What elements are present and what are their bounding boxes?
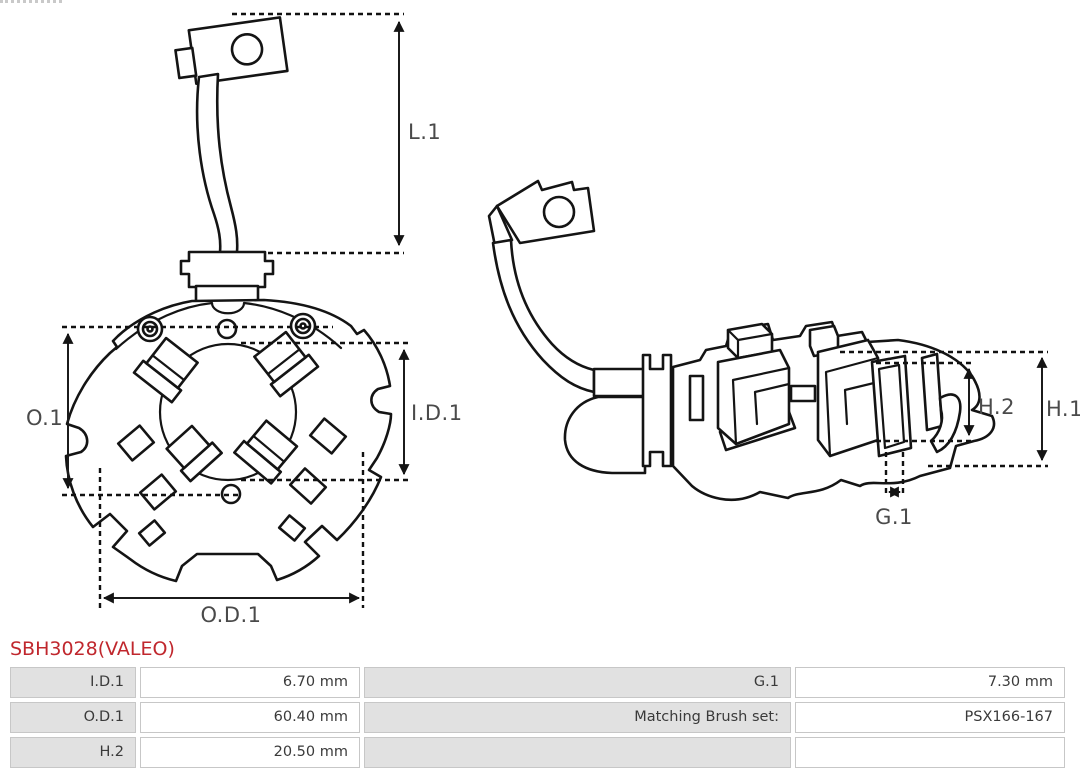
- brush-guide-frame: [870, 354, 913, 458]
- box-link: [789, 384, 817, 403]
- spec-value-h2: 20.50 mm: [140, 737, 360, 768]
- terminal-hole: [230, 33, 264, 66]
- spec-value-od1: 60.40 mm: [140, 702, 360, 733]
- brush-block: [179, 250, 275, 289]
- lead-wire: [195, 72, 239, 254]
- side-plate: [920, 352, 944, 432]
- body-slot: [688, 374, 705, 422]
- dim-label-o1: O.1: [26, 406, 63, 430]
- plate-window: [288, 467, 328, 505]
- spec-label-g1: G.1: [364, 667, 791, 698]
- commutator-bore: [158, 342, 298, 482]
- rivet-right: [289, 312, 317, 340]
- dim-label-h2: H.2: [978, 395, 1015, 419]
- lead-wire: [491, 238, 596, 394]
- body-lobe: [563, 395, 647, 475]
- brush-box-center: [716, 322, 797, 452]
- left-view-dimensions: L.1 O.1 I.D.1 O.D.1: [26, 12, 463, 627]
- dim-label-l1: L.1: [408, 120, 441, 144]
- dim-label-od1: O.D.1: [200, 603, 261, 627]
- right-view-drawing: [487, 179, 996, 502]
- terminal-lug: [174, 16, 289, 86]
- product-code-title: SBH3028(VALEO): [10, 638, 175, 660]
- holder-top-edge: [114, 301, 343, 351]
- brush-box-upper-left: [132, 336, 199, 404]
- hole-bottom: [220, 483, 242, 505]
- dim-label-h1: H.1: [1046, 397, 1080, 421]
- brush-box-upper-right: [253, 330, 320, 398]
- technical-drawing-canvas: L.1 O.1 I.D.1 O.D.1: [26, 12, 1080, 627]
- spec-value-g1: 7.30 mm: [795, 667, 1065, 698]
- dim-label-id1: I.D.1: [411, 401, 463, 425]
- dim-label-g1: G.1: [875, 505, 913, 529]
- right-view-dimensions: H.1 H.2 G.1: [840, 350, 1080, 529]
- plate-window: [116, 424, 156, 462]
- rivet-left: [136, 315, 164, 343]
- hole-top: [216, 318, 238, 340]
- mounting-bracket: [641, 353, 673, 468]
- terminal-hole: [542, 195, 576, 229]
- plate-window: [308, 417, 348, 455]
- brush-box-lower-left: [165, 424, 223, 483]
- plate-window: [138, 473, 178, 511]
- spec-label-od1: O.D.1: [10, 702, 136, 733]
- wire-connector: [592, 367, 646, 398]
- spec-label-id1: I.D.1: [10, 667, 136, 698]
- spec-label-matching-brush-set: Matching Brush set:: [364, 702, 791, 733]
- spec-label-empty: [364, 737, 791, 768]
- spec-value-empty: [795, 737, 1065, 768]
- page-edge-artifact: [0, 0, 62, 3]
- specification-table: I.D.1 6.70 mm G.1 7.30 mm O.D.1 60.40 mm…: [10, 667, 1065, 768]
- plate-tab: [277, 514, 307, 542]
- left-view-drawing: [64, 16, 393, 583]
- spec-label-h2: H.2: [10, 737, 136, 768]
- spec-value-id1: 6.70 mm: [140, 667, 360, 698]
- spec-value-matching-brush-set: PSX166-167: [795, 702, 1065, 733]
- plate-tab: [137, 519, 167, 547]
- brush-box-lower-right: [233, 419, 299, 485]
